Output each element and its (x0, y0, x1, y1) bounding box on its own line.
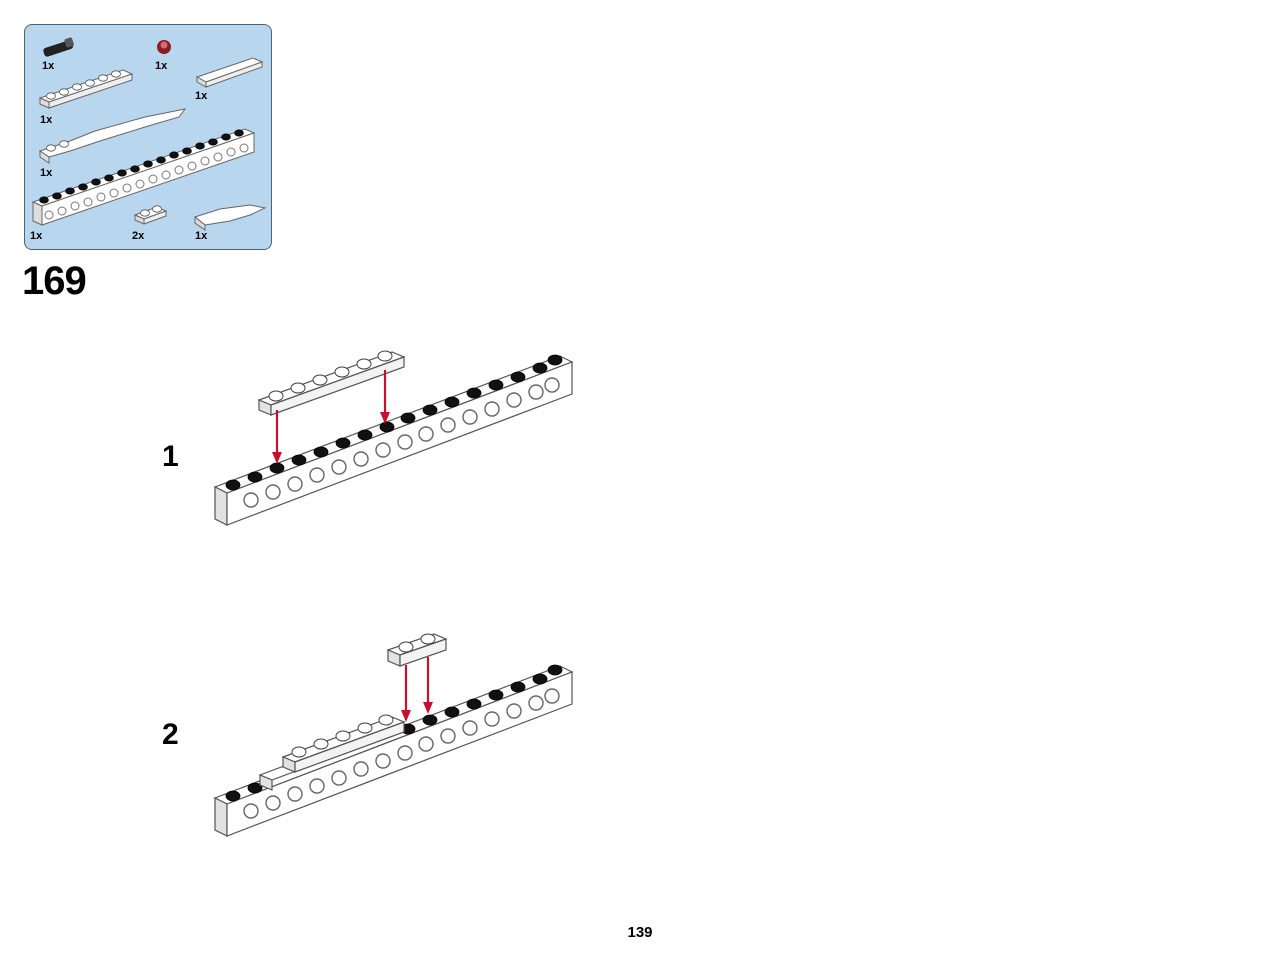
substep-2-plate-1x2 (386, 633, 448, 667)
part-qty-round-tile: 1x (155, 60, 168, 72)
substep-2-placement-arrows (401, 657, 433, 722)
part-qty-plate-flat: 1x (195, 90, 208, 102)
parts-list-callout: 1x 1x 1x 1x 1x 1x 2x 1x (24, 24, 272, 250)
step-number: 169 (22, 259, 87, 303)
substep-2-technic-brick (213, 664, 574, 837)
parts-list-illustrations (31, 37, 267, 231)
white-curved-slope-short-icon (193, 204, 267, 231)
part-qty-plate-1x2: 2x (132, 230, 145, 242)
part-qty-connector-pin: 1x (42, 60, 55, 72)
substep-1-plate-1x6 (257, 350, 406, 416)
white-technic-brick-1x16-icon (31, 128, 256, 226)
part-qty-curved-slope-short: 1x (195, 230, 208, 242)
part-qty-curved-slope-long: 1x (40, 167, 53, 179)
substep-label-1: 1 (162, 440, 179, 473)
substep-label-2: 2 (162, 718, 179, 751)
dark-red-round-tile-icon (157, 40, 171, 54)
black-connector-pin-icon (43, 37, 74, 57)
part-qty-plate-1x6: 1x (40, 114, 53, 126)
white-plate-flat-icon (195, 57, 264, 88)
white-plate-1x6-icon (38, 69, 134, 109)
part-qty-technic-brick: 1x (30, 230, 43, 242)
white-curved-slope-long-icon (38, 108, 187, 164)
substep-2-attached-plates (258, 714, 406, 791)
white-plate-1x2-icon (133, 205, 168, 225)
substep-1-technic-brick (213, 354, 574, 526)
substep-1-placement-arrows (272, 370, 390, 464)
page-number: 139 (627, 924, 653, 941)
